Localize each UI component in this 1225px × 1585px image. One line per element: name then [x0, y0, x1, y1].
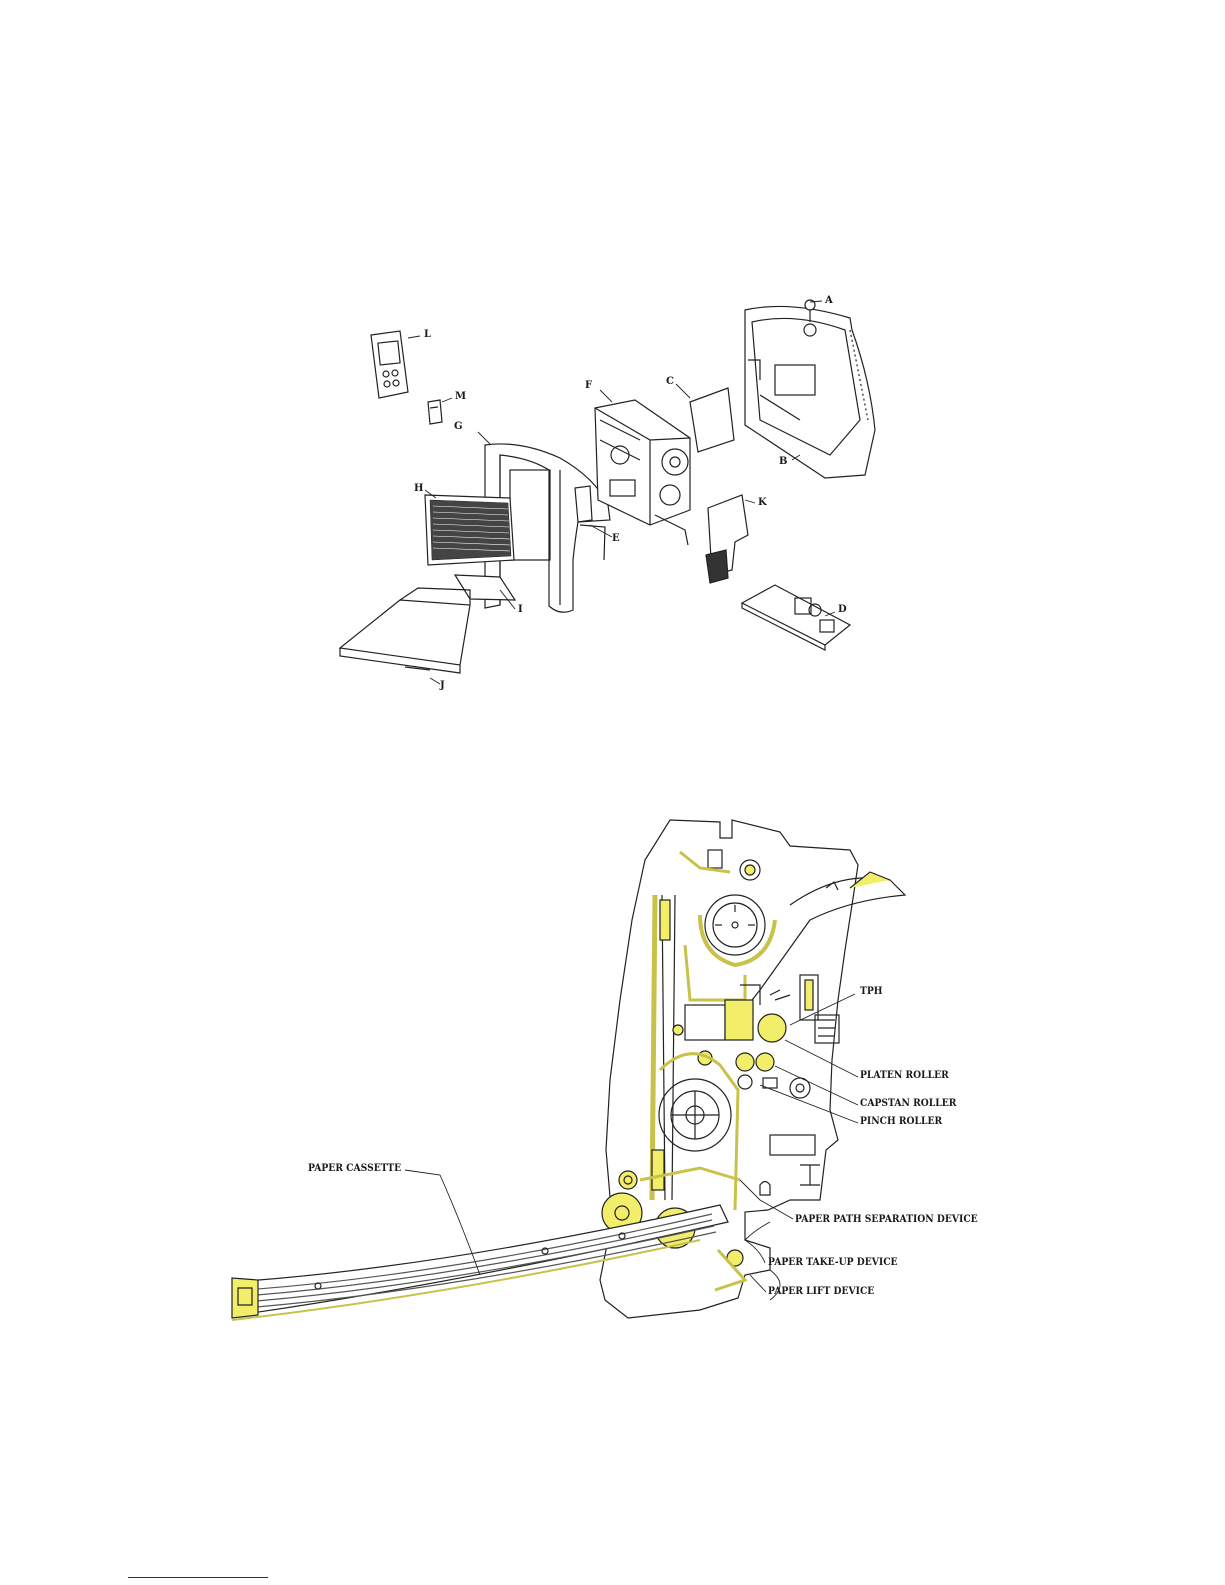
footer-link-underline[interactable]: [128, 1577, 268, 1578]
label-platen-roller: PLATEN ROLLER: [860, 1070, 949, 1081]
label-paper-takeup: PAPER TAKE-UP DEVICE: [768, 1257, 898, 1268]
label-pinch-roller: PINCH ROLLER: [860, 1116, 942, 1127]
label-paper-path-separation: PAPER PATH SEPARATION DEVICE: [795, 1214, 978, 1225]
label-paper-lift: PAPER LIFT DEVICE: [768, 1286, 874, 1297]
printer-body-outline: [600, 820, 858, 1318]
label-paper-cassette: PAPER CASSETTE: [308, 1163, 401, 1174]
label-capstan-roller: CAPSTAN ROLLER: [860, 1098, 956, 1109]
label-tph: TPH: [860, 986, 882, 997]
